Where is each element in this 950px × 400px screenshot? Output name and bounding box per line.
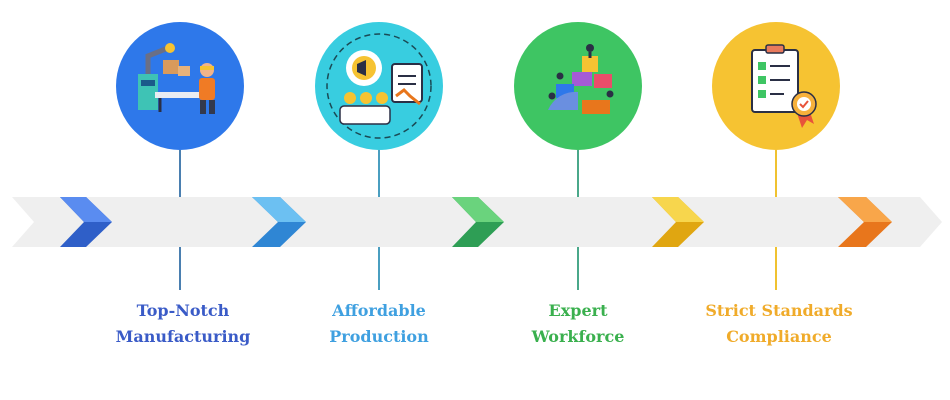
- chevron-1: [60, 197, 112, 247]
- team-puzzle-icon: [514, 22, 642, 150]
- factory-worker-icon: [116, 22, 244, 150]
- step-label-production: Affordable Production: [279, 298, 479, 350]
- step-label-workforce: Expert Workforce: [478, 298, 678, 350]
- chevron-2: [252, 197, 306, 247]
- step-label-line2: Compliance: [726, 327, 832, 346]
- chevron-4: [652, 197, 704, 247]
- checklist-badge-icon: [712, 22, 840, 150]
- chevron-3: [452, 197, 504, 247]
- step-label-line1: Affordable: [332, 301, 426, 320]
- step-label-line1: Top-Notch: [136, 301, 230, 320]
- chevron-5: [838, 197, 892, 247]
- step-label-line1: Strict Standards: [705, 301, 853, 320]
- step-label-compliance: Strict Standards Compliance: [679, 298, 879, 350]
- step-label-manufacturing: Top-Notch Manufacturing: [83, 298, 283, 350]
- step-label-line2: Workforce: [531, 327, 625, 346]
- step-label-line1: Expert: [548, 301, 608, 320]
- step-label-line2: Manufacturing: [115, 327, 251, 346]
- step-label-line2: Production: [329, 327, 429, 346]
- cost-reduction-icon: [315, 22, 443, 150]
